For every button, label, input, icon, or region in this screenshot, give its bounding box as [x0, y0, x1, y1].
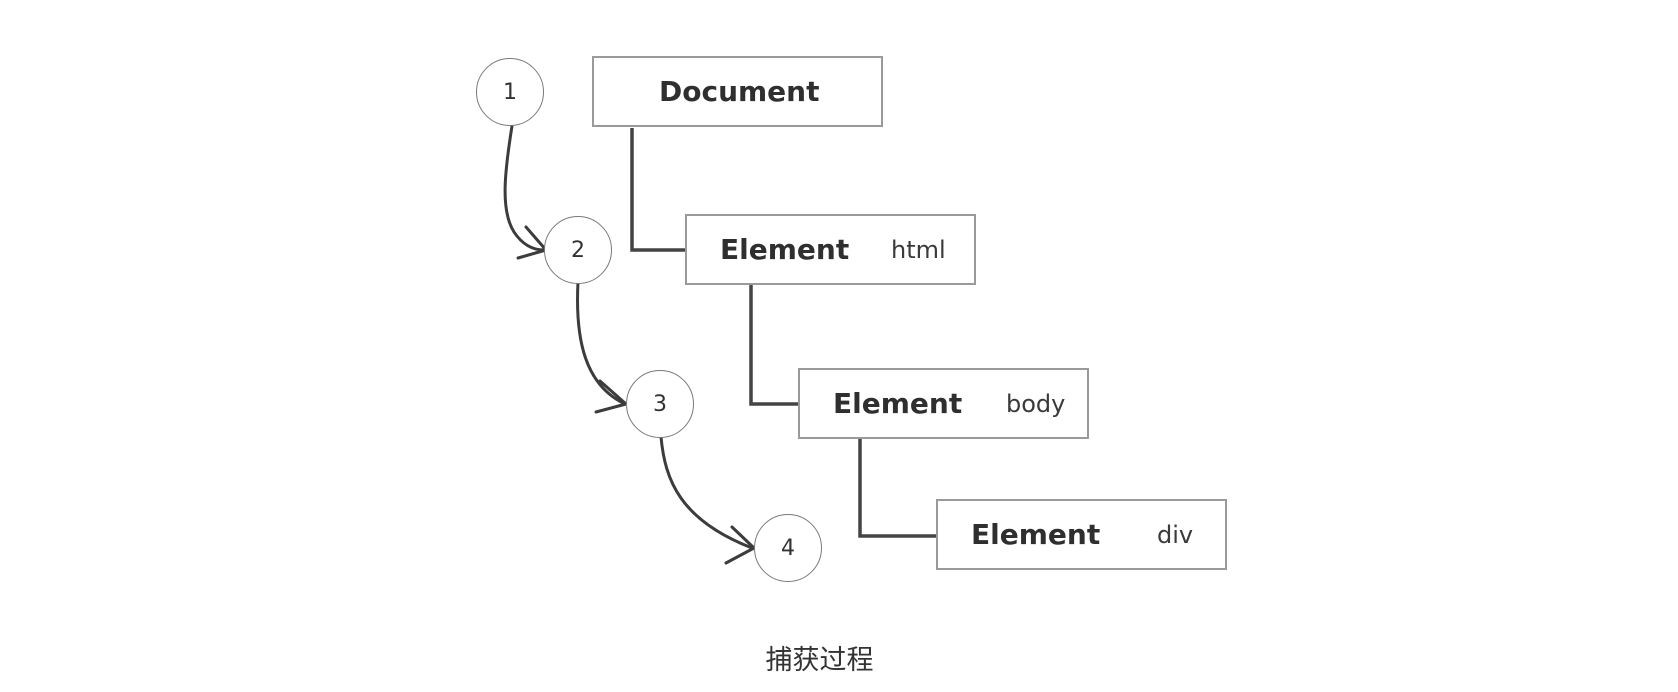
capture-arrow-2-3: [576, 280, 627, 406]
capture-arrow-1-2: [503, 124, 546, 252]
tree-connector-document-html: [630, 128, 686, 252]
step-circle-2: 2: [544, 216, 612, 284]
arrow-head-3-4: [724, 525, 756, 565]
node-tag-label: div: [1157, 521, 1194, 549]
node-label: Document: [659, 75, 820, 108]
tree-connector-body-div: [858, 438, 937, 538]
step-circle-3: 3: [626, 370, 694, 438]
node-tag-label: html: [891, 236, 946, 264]
node-label: Element: [720, 233, 850, 266]
node-document: Document: [592, 56, 883, 127]
node-label: Element: [833, 387, 963, 420]
capture-arrow-3-4: [659, 435, 754, 550]
node-element-html: Element html: [685, 214, 976, 285]
node-tag-label: body: [1006, 390, 1066, 418]
tree-connector-html-body: [749, 284, 798, 406]
node-element-body: Element body: [798, 368, 1089, 439]
node-label: Element: [971, 518, 1101, 551]
step-circle-4: 4: [754, 514, 822, 582]
step-circle-1: 1: [476, 58, 544, 126]
diagram-caption: 捕获过程: [765, 645, 874, 676]
node-element-div: Element div: [936, 499, 1227, 570]
